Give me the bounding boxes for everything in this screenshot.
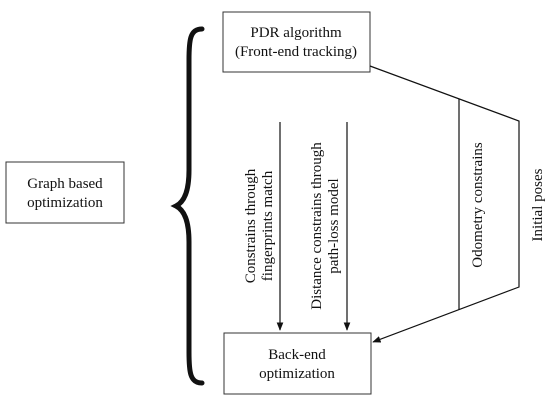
pdr-algorithm-label-line2: (Front-end tracking) (235, 44, 357, 60)
fingerprint-constraint-label-line1: Constrains through (243, 168, 259, 283)
graph-based-optimization-label-line1: Graph based (27, 176, 103, 192)
fingerprint-constraint-label: Constrains through fingerprints match (243, 168, 276, 283)
pdr-algorithm-label-line1: PDR algorithm (250, 25, 342, 41)
initial-poses-text: Initial poses (530, 168, 546, 241)
odometry-constraint-label: Odometry constrains (470, 142, 486, 268)
back-end-optimization-box: Back-end optimization (223, 332, 372, 395)
initial-poses-label: Initial poses (530, 168, 546, 241)
initial-poses-path (369, 65, 520, 343)
pathloss-constraint-label-line1: Distance constrains through (309, 142, 325, 310)
back-end-optimization-label-line1: Back-end (268, 347, 326, 363)
graph-based-optimization-label-line2: optimization (27, 195, 103, 211)
back-end-optimization-label-line2: optimization (259, 366, 335, 382)
graph-based-optimization-box: Graph based optimization (5, 161, 125, 224)
fingerprint-constraint-label-line2: fingerprints match (260, 170, 276, 281)
curly-brace (170, 26, 205, 386)
pathloss-constraint-label: Distance constrains through path-loss mo… (309, 142, 342, 310)
odometry-constraint-text: Odometry constrains (470, 142, 486, 268)
pathloss-constraint-label-line2: path-loss model (326, 178, 342, 273)
pdr-algorithm-box: PDR algorithm (Front-end tracking) (222, 11, 371, 73)
